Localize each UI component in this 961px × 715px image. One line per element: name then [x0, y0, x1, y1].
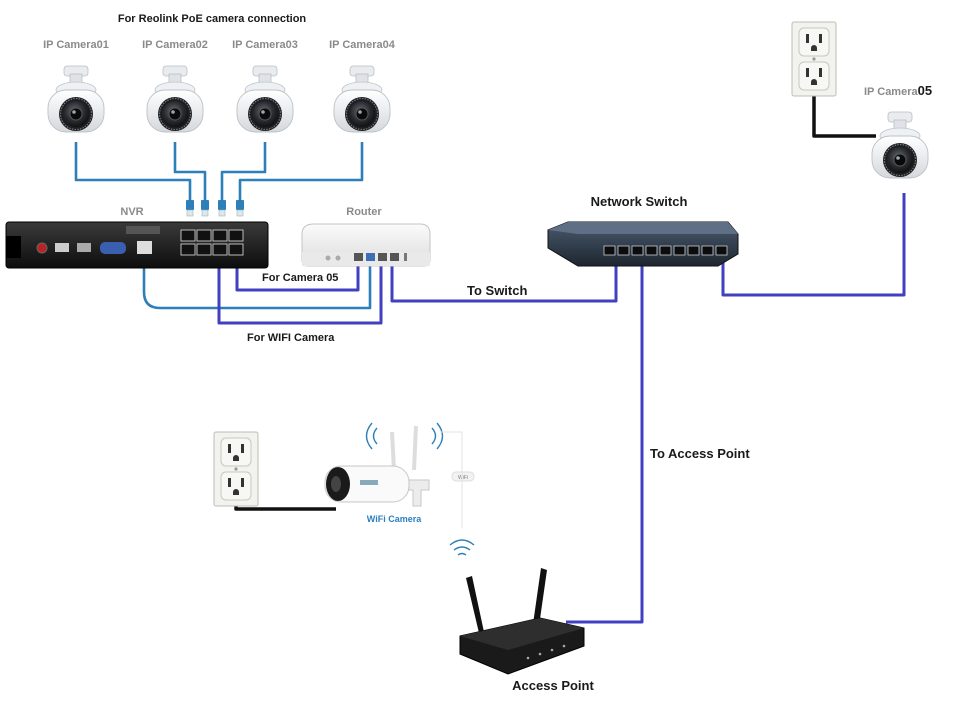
- for-camera05-label: For Camera 05: [262, 272, 338, 284]
- camera05-label-number: 05: [918, 83, 932, 98]
- ip-camera-02: IP Camera02: [142, 39, 208, 133]
- camera-icon: [333, 65, 391, 133]
- wifi-badge-label: WiFi: [458, 475, 468, 481]
- rj45-connector-icon: [185, 199, 195, 217]
- wifi-camera-device: WiFi Camera WiFi: [324, 422, 475, 556]
- camera05-label: IP Camera05: [864, 83, 932, 98]
- power-outlet-icon: [791, 21, 837, 97]
- camera-label: IP Camera04: [329, 39, 396, 51]
- camera-label: IP Camera02: [142, 39, 208, 51]
- camera-icon: [236, 65, 294, 133]
- camera-icon: [47, 65, 105, 133]
- cable-switch-to-access-point: [566, 258, 644, 624]
- wifi-camera-label: WiFi Camera: [367, 514, 422, 524]
- power-outlet-bottom: [213, 431, 259, 507]
- nvr-poe-ports: [180, 229, 244, 256]
- cable-for-wifi-camera: [217, 240, 383, 325]
- cable-camera01: [74, 142, 192, 200]
- access-point-label: Access Point: [512, 678, 594, 693]
- camera-label: IP Camera01: [43, 39, 109, 51]
- cable-camera04: [238, 142, 364, 200]
- to-switch-label: To Switch: [467, 283, 527, 298]
- ip-camera-04: IP Camera04: [329, 39, 396, 133]
- ip-camera-05: IP Camera05: [864, 83, 932, 179]
- rj45-connectors: [185, 199, 245, 217]
- cable-camera03: [220, 142, 267, 200]
- ip-camera-03: IP Camera03: [232, 39, 298, 133]
- access-point-device: Access Point: [459, 568, 594, 693]
- to-access-point-label: To Access Point: [650, 446, 750, 461]
- cable-camera02: [173, 142, 207, 200]
- router-device: Router: [301, 206, 431, 267]
- wifi-signal-icon: [365, 422, 444, 450]
- power-outlet-top: [791, 21, 837, 97]
- power-outlet-icon: [213, 431, 259, 507]
- router-label: Router: [346, 206, 382, 218]
- nvr-label: NVR: [120, 206, 143, 218]
- camera-label: IP Camera03: [232, 39, 298, 51]
- network-switch-label: Network Switch: [591, 194, 688, 209]
- diagram-title: For Reolink PoE camera connection: [118, 13, 307, 25]
- rj45-connector-icon: [200, 199, 210, 217]
- ip-camera-01: IP Camera01: [43, 39, 109, 133]
- wifi-signal-icon: [449, 539, 475, 556]
- poe-cables: [74, 142, 372, 310]
- camera-icon: [871, 111, 929, 179]
- cable-switch-to-camera05: [721, 193, 906, 297]
- nvr-device: NVR: [5, 206, 269, 269]
- network-switch-device: Network Switch: [547, 194, 739, 267]
- cable-nvr-to-router-lan: [142, 260, 372, 310]
- camera-icon: [146, 65, 204, 133]
- camera05-label-text: IP Camera: [864, 86, 918, 98]
- for-wifi-camera-label: For WIFI Camera: [247, 332, 335, 344]
- rj45-connector-icon: [235, 199, 245, 217]
- cable-router-to-switch: [390, 256, 618, 303]
- rj45-connector-icon: [217, 199, 227, 217]
